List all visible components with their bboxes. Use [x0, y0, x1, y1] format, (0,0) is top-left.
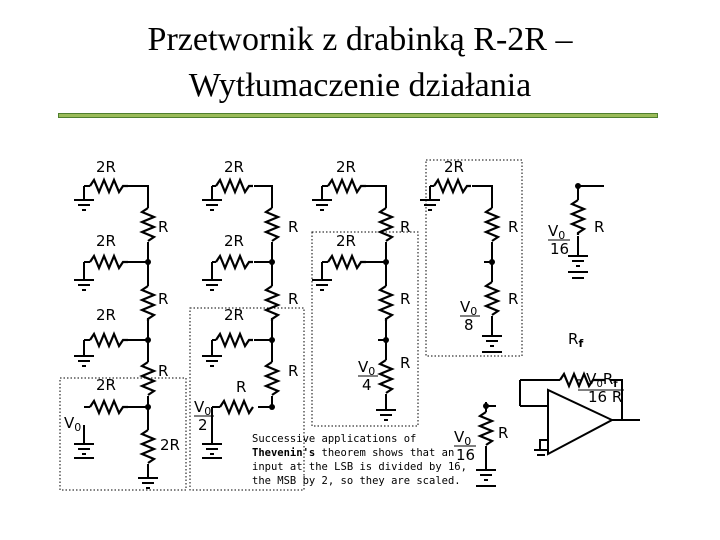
resistor-2r-3 [327, 177, 366, 195]
label-r: R [158, 290, 168, 308]
dotted-box-4 [425, 159, 523, 357]
component-labels: 2R 2R 2R 2R 2R 2R 2R 2R 2R 2R 2R R R R R… [96, 158, 604, 454]
label-2r: 2R [96, 158, 116, 176]
label-r: R [158, 218, 168, 236]
resistor-2r-2 [215, 177, 253, 195]
op-amp-triangle [547, 388, 615, 456]
label-2r: 2R [444, 158, 464, 176]
resistors [89, 177, 605, 464]
dotted-box-1 [59, 377, 187, 491]
label-r: R [594, 218, 604, 236]
v0-label: V0 [460, 298, 477, 318]
label-r: R [158, 362, 168, 380]
title-underline [58, 113, 658, 118]
label-r: R [400, 218, 410, 236]
label-r: R [508, 218, 518, 236]
rf-label: Rf [568, 330, 583, 350]
divisor-8: 8 [464, 316, 474, 334]
divisor-4: 4 [362, 376, 372, 394]
label-r: R [288, 218, 298, 236]
v0-label: V0 [64, 414, 81, 434]
node-dots [145, 183, 581, 410]
dotted-box-3 [311, 231, 419, 427]
label-r: R [400, 290, 410, 308]
label-r: R [288, 362, 298, 380]
v0-label: V0 [358, 358, 375, 378]
slide-title-line1: Przetwornik z drabinką R-2R – [147, 21, 573, 58]
output-numerator: - V0Rf [576, 370, 618, 390]
label-r: R [400, 354, 410, 372]
label-2r: 2R [96, 232, 116, 250]
output-denominator: 16 R [588, 388, 622, 406]
label-2r: 2R [336, 158, 356, 176]
dotted-boxes [59, 159, 523, 491]
resistor-2r-1 [89, 177, 128, 195]
resistor-2r-4 [433, 177, 471, 195]
caption-line4: the MSB by 2, so they are scaled. [252, 475, 461, 487]
label-2r: 2R [336, 232, 356, 250]
label-2r: 2R [96, 376, 116, 394]
caption-line2: Thevenin's theorem shows that an [252, 447, 454, 459]
divisor-16: 16 [456, 446, 475, 464]
divisor-2: 2 [198, 416, 208, 434]
op-amp [547, 388, 615, 456]
v0-label: V0 [454, 428, 471, 448]
v0-label: V0 [548, 222, 565, 242]
v0-label: V0 [194, 398, 211, 418]
label-r: R [288, 290, 298, 308]
label-2r: 2R [96, 306, 116, 324]
divisor-16: 16 [550, 240, 569, 258]
label-2r: 2R [224, 158, 244, 176]
slide-title-line2: Wytłumaczenie działania [188, 67, 532, 104]
label-2r: 2R [224, 232, 244, 250]
ground-symbols [74, 199, 588, 489]
caption-line1: Successive applications of [252, 433, 416, 445]
label-r: R [236, 378, 246, 396]
label-r: R [498, 424, 508, 442]
caption-line3: input at the LSB is divided by 16, [252, 461, 467, 473]
caption: Successive applications of Thevenin's th… [252, 433, 467, 487]
label-r: R [508, 290, 518, 308]
label-2r: 2R [224, 306, 244, 324]
label-2r: 2R [160, 436, 180, 454]
voltage-labels: V0 V0 2 V0 4 V0 8 V0 16 V0 16 Rf - V0Rf … [64, 222, 624, 464]
dotted-box-2 [189, 307, 305, 491]
